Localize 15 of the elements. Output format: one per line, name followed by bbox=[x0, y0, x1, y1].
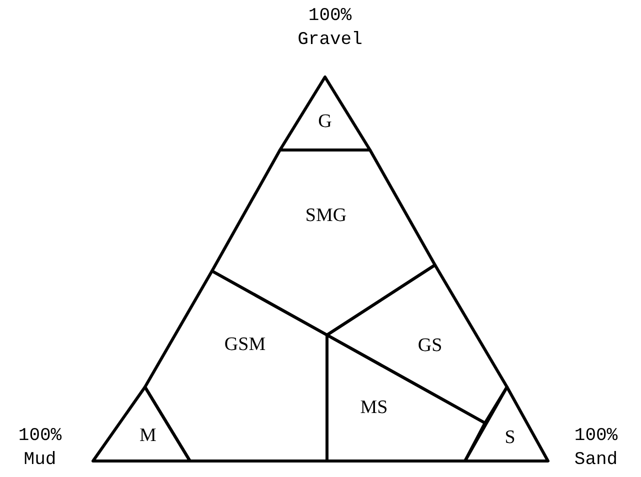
corner-label: 100% Gravel bbox=[296, 5, 364, 52]
classification-region bbox=[280, 77, 370, 150]
corner-label: 100% Mud bbox=[17, 425, 63, 472]
region-label: MS bbox=[360, 397, 388, 419]
region-label: GS bbox=[418, 335, 442, 357]
region-label: S bbox=[504, 427, 516, 449]
classification-region bbox=[327, 335, 485, 461]
classification-region bbox=[465, 387, 548, 461]
corner-label: 100% Sand bbox=[573, 425, 619, 472]
region-label: M bbox=[140, 425, 156, 447]
region-label: SMG bbox=[305, 205, 347, 227]
classification-region bbox=[93, 387, 190, 461]
region-label: G bbox=[318, 111, 332, 133]
region-label: GSM bbox=[224, 334, 266, 356]
classification-region bbox=[327, 265, 507, 423]
